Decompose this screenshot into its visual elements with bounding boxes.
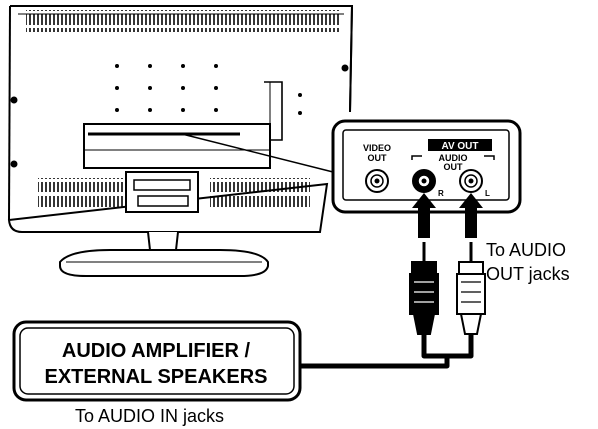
audio-out-bracket [411, 155, 495, 160]
video-out-label-line1: VIDEO [363, 143, 391, 153]
rca-plug-red [409, 242, 439, 335]
av-out-header-bg [428, 139, 492, 151]
amplifier-label-line1: AUDIO AMPLIFIER / [62, 340, 251, 362]
audio-out-right-jack [412, 169, 436, 193]
jack-r-label: R [438, 189, 444, 198]
callout-line [181, 133, 334, 173]
audio-out-left-jack [459, 169, 483, 193]
to-audio-out-label-line2: OUT jacks [486, 264, 570, 284]
arrow-up-left-icon [459, 193, 483, 238]
amplifier-label-line2: EXTERNAL SPEAKERS [44, 366, 267, 388]
audio-out-label-line1: AUDIO [439, 153, 468, 163]
connection-arrows [412, 193, 483, 238]
audio-out-label-line2: OUT [444, 162, 464, 172]
tv-rear-illustration [7, 5, 354, 277]
video-out-label-line2: OUT [368, 153, 388, 163]
audio-amplifier-box: AUDIO AMPLIFIER / EXTERNAL SPEAKERS [12, 320, 302, 402]
rca-plug-white [456, 242, 486, 335]
av-out-header: AV OUT [441, 141, 478, 152]
arrow-up-right-icon [412, 193, 436, 238]
to-audio-out-label-line1: To AUDIO [486, 240, 566, 260]
video-out-jack [365, 169, 389, 193]
jack-l-label: L [485, 189, 490, 198]
to-audio-in-label: To AUDIO IN jacks [75, 406, 224, 426]
audio-cables [300, 334, 474, 369]
